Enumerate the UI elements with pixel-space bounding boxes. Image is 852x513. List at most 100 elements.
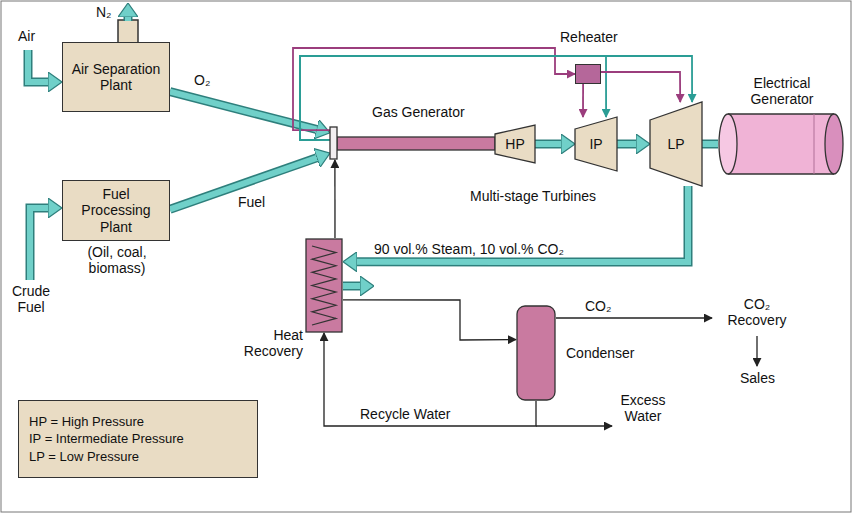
- air-inlet-arrow: [28, 50, 48, 82]
- edge-label: 90 vol.% Steam, 10 vol.% CO₂: [372, 241, 566, 257]
- node-heading: Heat Recovery: [235, 327, 303, 359]
- flow-connector: [601, 72, 680, 102]
- flow-connector: [334, 160, 335, 238]
- gas-generator: Gas Generator: [330, 126, 495, 160]
- nitrogen-outlet-arrow: [128, 17, 129, 21]
- heat-recovery-column: Heat Recovery: [305, 238, 343, 333]
- node-label: HP = High Pressure: [29, 413, 184, 431]
- text-group: LP: [667, 136, 684, 152]
- flow-connector: [170, 92, 316, 130]
- flow-connector: [702, 144, 718, 145]
- node-heading: Gas Generator: [372, 104, 465, 120]
- abbreviation-box: HP = High PressureIP = Intermediate Pres…: [18, 400, 258, 478]
- column-body: [306, 239, 342, 332]
- generator-end: [825, 114, 843, 174]
- node-heading: Reheater: [560, 29, 618, 45]
- heat-recovery-outlet-arrow: [343, 286, 360, 287]
- node-outline: [516, 305, 556, 401]
- text-label: Multi-stage Turbines: [470, 188, 596, 204]
- condenser-column: Condenser: [516, 305, 556, 401]
- turbine-stage: LP: [650, 102, 702, 186]
- connector-fill: [617, 141, 636, 147]
- flow-connector: [535, 144, 561, 145]
- node-label: LP: [667, 136, 684, 152]
- text-label: Excess Water: [616, 392, 670, 424]
- text-label: N₂: [96, 4, 112, 20]
- flow-connector: [170, 158, 317, 210]
- turbine-outline: [495, 125, 535, 163]
- text-label: CO₂: [585, 298, 611, 314]
- connector-line: [334, 160, 335, 238]
- connector-outline: [170, 92, 316, 130]
- node-heading: Electrical Generator: [732, 75, 832, 107]
- connector-line: [582, 84, 584, 117]
- node-outline: [576, 65, 600, 83]
- node-heading: (Oil, coal, biomass): [72, 244, 162, 276]
- flow-connector: [293, 48, 575, 130]
- generator-edge: [728, 173, 834, 174]
- connector-outline: [535, 140, 561, 149]
- turbine-outline: [650, 102, 702, 186]
- turbine-stage: HP: [495, 125, 535, 163]
- edge-label: Fuel: [236, 194, 267, 210]
- text-group: HP: [505, 136, 524, 152]
- connector-fill: [170, 158, 317, 210]
- reheater-box: Reheater: [575, 64, 601, 84]
- flow-connector: [324, 333, 536, 426]
- connector-line: [293, 48, 575, 130]
- connector-outline: [702, 140, 718, 149]
- co2-line: [556, 317, 712, 318]
- electrical-generator: Electrical Generator: [718, 113, 844, 175]
- connector-fill: [535, 141, 561, 147]
- flow-connector: [343, 300, 516, 340]
- connector-line: [300, 56, 692, 140]
- text-group: IP: [589, 136, 602, 152]
- edge-label: O₂: [192, 72, 212, 88]
- sales-line: [756, 336, 757, 366]
- connector-line: [324, 333, 536, 426]
- connector-outline: [170, 158, 317, 210]
- process-box: Air Separation Plant: [62, 42, 170, 112]
- flow-connector: [583, 84, 584, 117]
- connector-line: [601, 72, 680, 102]
- connector-fill: [702, 141, 718, 147]
- generator-tube: [337, 137, 495, 150]
- connector-line: [300, 56, 606, 140]
- process-box: Fuel Processing Plant(Oil, coal, biomass…: [62, 180, 170, 241]
- text-group: Air Separation Plant: [69, 61, 163, 93]
- text-label: Crude Fuel: [8, 283, 54, 315]
- connector-outline: [617, 140, 636, 149]
- text-label: Sales: [740, 370, 775, 386]
- node-label: IP: [589, 136, 602, 152]
- connector-line: [343, 300, 516, 340]
- generator-face: [719, 114, 737, 174]
- text-group: HP = High PressureIP = Intermediate Pres…: [29, 413, 184, 466]
- connector-outline: [357, 186, 688, 262]
- injector-plate: [330, 127, 337, 159]
- heat-coil: [312, 246, 336, 325]
- flow-connector: [300, 56, 606, 140]
- generator-edge: [728, 113, 834, 114]
- generator-band: [814, 114, 815, 174]
- edge-group: [170, 48, 718, 426]
- node-outline: [330, 126, 495, 160]
- generator-body: [728, 114, 834, 174]
- excess-water-line: [536, 425, 612, 426]
- text-group: Fuel Processing Plant: [69, 186, 163, 234]
- column-body: [517, 306, 555, 400]
- node-outline: [305, 238, 343, 333]
- turbine-stage: IP: [575, 117, 617, 171]
- flow-connector: [357, 186, 688, 262]
- vent-stack: [118, 20, 138, 43]
- connector-fill: [170, 92, 316, 130]
- node-heading: Condenser: [566, 345, 635, 361]
- node-outline: [718, 113, 844, 175]
- flow-connector: [300, 56, 692, 140]
- node-label: LP = Low Pressure: [29, 448, 184, 466]
- edge-label: Recycle Water: [358, 406, 453, 422]
- node-label: HP: [505, 136, 524, 152]
- text-label: CO₂ Recovery: [720, 296, 794, 328]
- node-label: Fuel Processing Plant: [69, 186, 163, 234]
